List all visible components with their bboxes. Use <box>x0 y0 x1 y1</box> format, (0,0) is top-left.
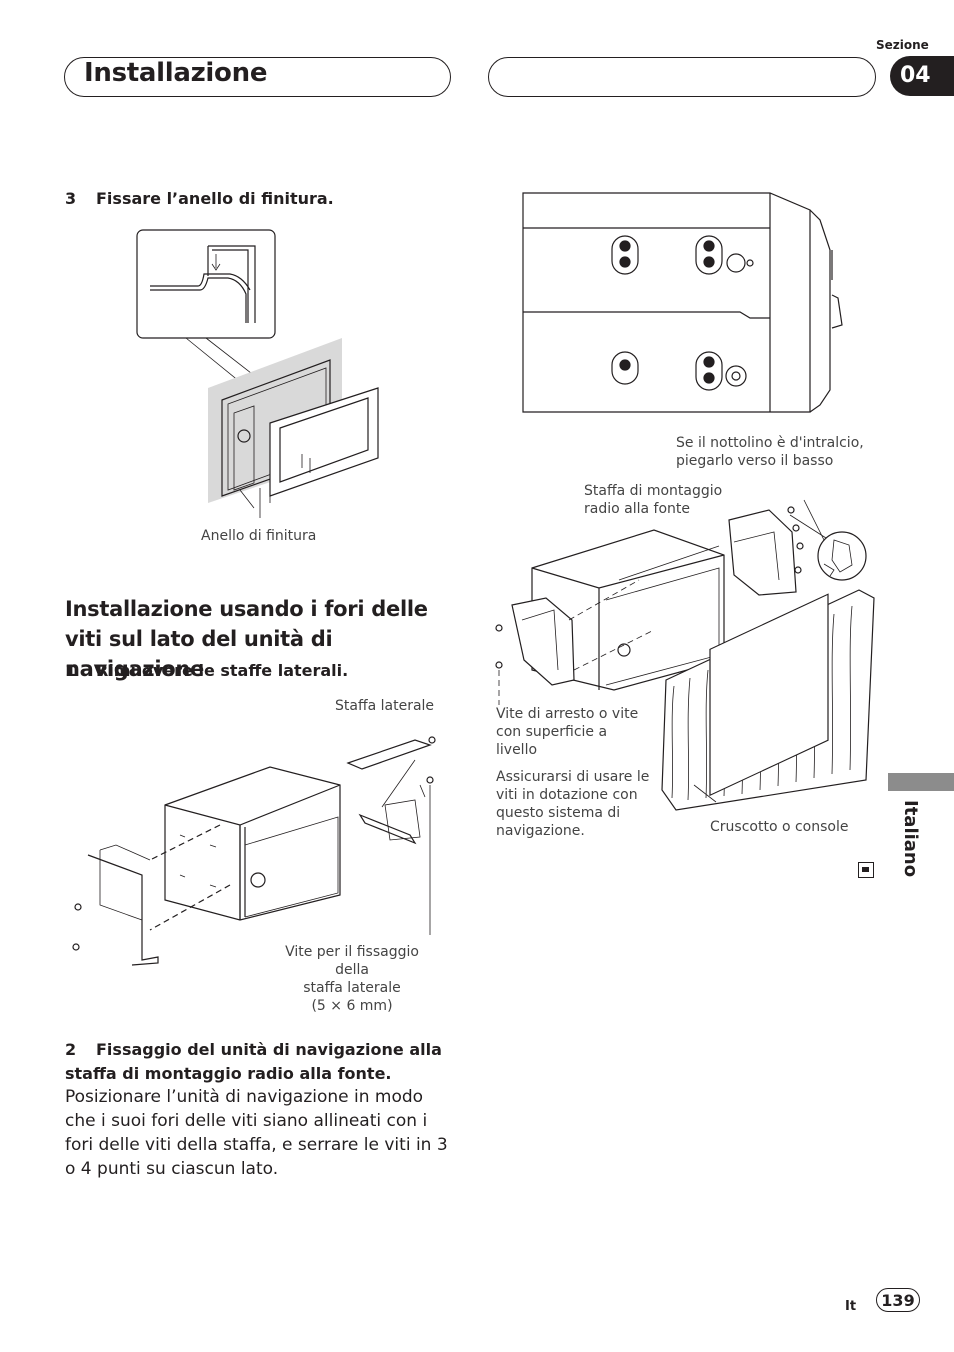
screw-label-line-2: staffa laterale <box>303 980 401 996</box>
step-1: 1 Rimuovere le staffe laterali. <box>65 661 348 680</box>
title-frame <box>64 57 451 97</box>
factory-bracket-label: Staffa di montaggio radio alla fonte <box>584 483 723 517</box>
language-tab-bar <box>888 773 954 791</box>
dashboard-label: Cruscotto o console <box>710 819 849 835</box>
step-3-number: 3 <box>65 189 77 208</box>
screw-label-line-1: Vite per il fissaggio della <box>285 944 419 978</box>
screw-type-label: Vite di arresto o vite con superficie a … <box>496 706 639 758</box>
step-2-number: 2 <box>65 1040 77 1059</box>
section-label: Sezione <box>876 38 929 52</box>
page-title: Installazione <box>84 58 268 88</box>
side-bracket-figure <box>72 736 436 966</box>
header-right-frame <box>488 57 876 97</box>
trim-ring-label: Anello di finitura <box>201 528 317 544</box>
use-supplied-screws-label: Assicurarsi di usare le viti in dotazion… <box>496 769 650 839</box>
screw-label-line-3: (5 × 6 mm) <box>311 998 393 1014</box>
language-tab-label: Italiano <box>900 800 921 878</box>
step-1-text: Rimuovere le staffe laterali. <box>96 661 349 680</box>
factory-bracket-figure <box>495 499 875 811</box>
side-bracket-label: Staffa laterale <box>335 698 435 714</box>
step-1-number: 1 <box>65 661 77 680</box>
language-code: It <box>845 1299 857 1314</box>
screw-label: Vite per il fissaggio della staffa later… <box>268 943 436 1015</box>
step-2-body: Posizionare l’unità di navigazione in mo… <box>65 1087 448 1179</box>
step-3: 3 Fissare l’anello di finitura. <box>65 189 334 208</box>
section-heading: Installazione usando i fori delle viti s… <box>65 597 428 681</box>
step-2-text: Fissaggio del unità di navigazione alla … <box>65 1040 442 1083</box>
side-view-figure <box>522 192 843 413</box>
tab-bend-label: Se il nottolino è d'intralcio, piegarlo … <box>676 435 864 469</box>
step-3-text: Fissare l’anello di finitura. <box>96 189 334 208</box>
end-of-section-icon <box>858 862 874 878</box>
page-number: 139 <box>876 1288 920 1312</box>
trim-ring-figure <box>136 229 379 518</box>
section-number-badge: 04 <box>890 56 954 96</box>
